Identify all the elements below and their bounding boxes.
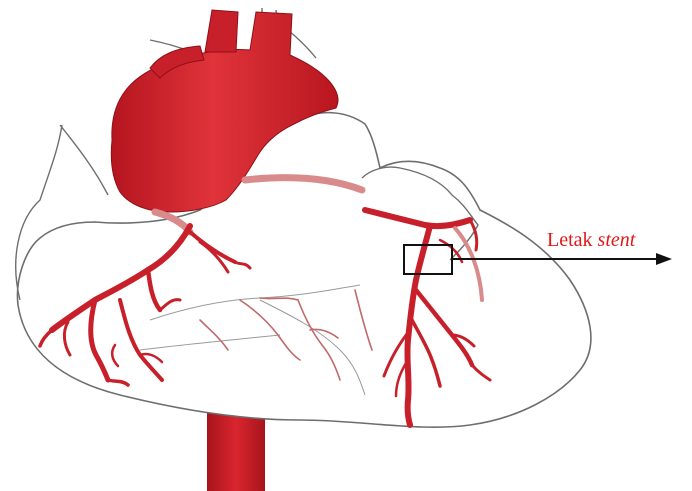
heart-outline bbox=[17, 113, 590, 428]
pointer-arrowhead bbox=[656, 253, 672, 265]
brachiocephalic-trunk bbox=[205, 10, 238, 52]
label-text-italic: stent bbox=[598, 229, 636, 251]
stent-location-label: Letak stent bbox=[547, 228, 635, 252]
label-text-main: Letak bbox=[547, 229, 593, 251]
